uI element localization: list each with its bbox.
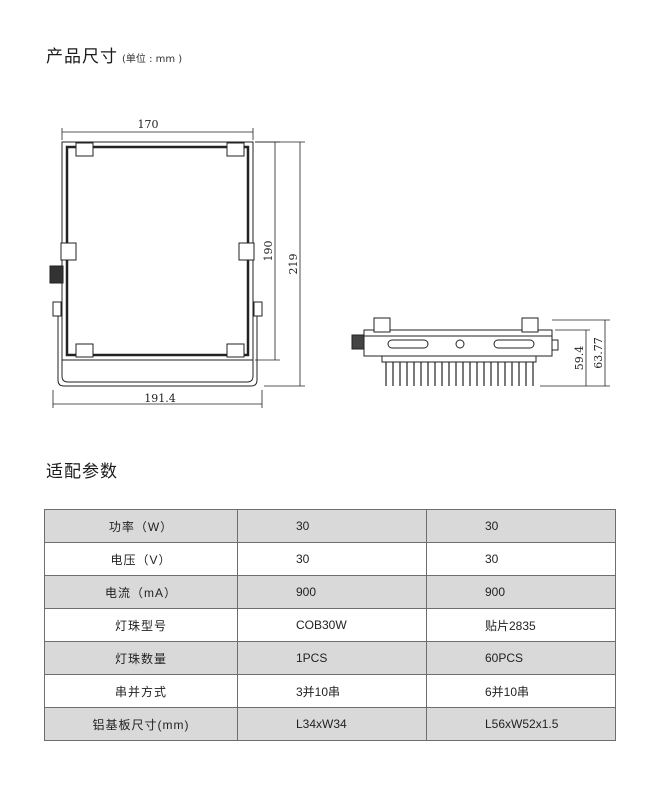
dimensions-title-text: 产品尺寸	[46, 47, 118, 67]
side-gland	[351, 334, 365, 350]
clip-bottom-left	[75, 343, 94, 358]
param-value-2: L56xW52x1.5	[426, 707, 616, 741]
param-value-1: 3并10串	[237, 674, 427, 708]
param-value-1: 30	[237, 509, 427, 543]
param-label: 灯珠型号	[44, 608, 238, 642]
param-value-2: 30	[426, 542, 616, 576]
dim-depth: 59.4	[573, 346, 586, 371]
param-value-1: 30	[237, 542, 427, 576]
clip-top-right	[226, 142, 245, 157]
side-body	[363, 335, 553, 357]
param-value-1: 1PCS	[237, 641, 427, 675]
dimensions-title: 产品尺寸 (单位 : mm )	[46, 42, 182, 67]
clip-mid-left	[60, 242, 77, 261]
param-label: 铝基板尺寸(mm)	[44, 707, 238, 741]
side-slot-right	[493, 339, 535, 349]
param-label: 串并方式	[44, 674, 238, 708]
cable-gland	[49, 265, 64, 284]
dimension-drawing: 170 190 219 191.4 59.4 63.77	[49, 118, 610, 408]
param-label: 功率（W）	[44, 509, 238, 543]
side-center-hole	[455, 339, 465, 349]
param-label: 灯珠数量	[44, 641, 238, 675]
param-value-2: 900	[426, 575, 616, 609]
dim-total-depth: 63.77	[592, 337, 605, 369]
clip-top-left	[75, 142, 94, 157]
param-label: 电压（V）	[44, 542, 238, 576]
bracket-knob-right	[253, 301, 263, 317]
param-value-2: 贴片2835	[426, 608, 616, 642]
param-value-1: L34xW34	[237, 707, 427, 741]
bracket-arm	[57, 316, 258, 387]
bracket-knob-left	[52, 301, 62, 317]
param-value-2: 30	[426, 509, 616, 543]
side-slot-left	[387, 339, 429, 349]
clip-mid-right	[238, 242, 255, 261]
side-clip-left	[373, 317, 391, 333]
param-value-2: 60PCS	[426, 641, 616, 675]
front-lens-frame	[65, 145, 250, 357]
front-housing-outline	[61, 141, 254, 361]
dim-height: 190	[262, 241, 275, 262]
side-clip-right	[521, 317, 539, 333]
dim-bracket-width: 191.4	[144, 392, 176, 405]
side-heatsink-base	[381, 355, 537, 363]
heatsink-fins	[385, 362, 534, 386]
clip-bottom-right	[226, 343, 245, 358]
params-title: 适配参数	[46, 462, 118, 482]
param-value-2: 6并10串	[426, 674, 616, 708]
side-knob	[551, 339, 559, 351]
dim-total-height: 219	[287, 254, 300, 275]
param-value-1: COB30W	[237, 608, 427, 642]
unit-note: (单位 : mm )	[122, 54, 183, 65]
bracket-arm-inner	[61, 320, 254, 383]
param-value-1: 900	[237, 575, 427, 609]
param-label: 电流（mA）	[44, 575, 238, 609]
dim-width: 170	[138, 118, 159, 131]
